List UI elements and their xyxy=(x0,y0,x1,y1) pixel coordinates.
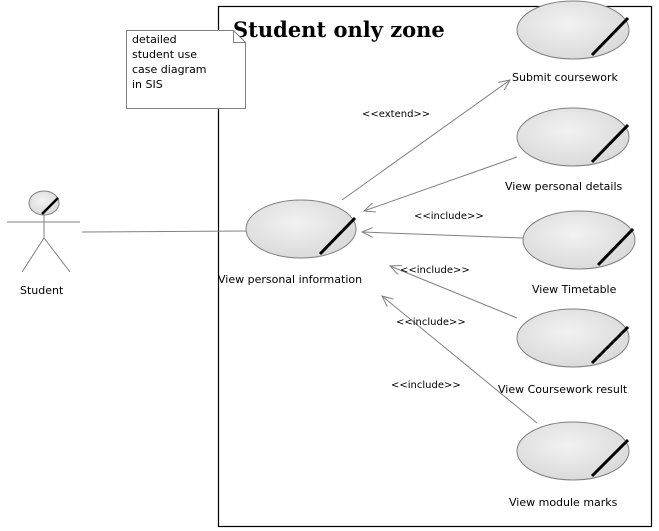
actor-right-leg xyxy=(43,237,71,273)
system-boundary-title: Student only zone xyxy=(233,17,445,42)
usecase-ellipse xyxy=(516,107,630,167)
usecase-label: View personal information xyxy=(218,273,362,286)
note-fold xyxy=(233,30,246,43)
actor-left-leg xyxy=(21,237,45,273)
include-label-coursework-result: <<include>> xyxy=(396,317,466,328)
note-line: detailed xyxy=(132,33,177,46)
usecase-ellipse xyxy=(522,210,636,270)
note-line: student use xyxy=(132,48,197,61)
note[interactable]: detailed student use case diagram in SIS xyxy=(126,30,246,109)
include-label-timetable: <<include>> xyxy=(400,265,470,276)
note-shape xyxy=(126,30,246,109)
usecase-mark xyxy=(590,325,630,365)
usecase-submit-coursework[interactable]: Submit coursework xyxy=(512,0,630,84)
include-arrow-details[interactable] xyxy=(364,156,518,211)
usecase-ellipse xyxy=(245,199,357,259)
extend-arrow[interactable] xyxy=(341,80,510,201)
extend-label: <<extend>> xyxy=(362,109,430,120)
usecase-mark xyxy=(590,123,630,164)
usecase-mark xyxy=(596,227,635,267)
usecase-label: View Coursework result xyxy=(498,383,628,396)
include-label-module-marks: <<include>> xyxy=(391,380,461,391)
association-line[interactable] xyxy=(81,230,247,233)
usecase-view-timetable[interactable]: View Timetable xyxy=(522,210,636,296)
usecase-view-coursework-result[interactable]: View Coursework result xyxy=(498,308,630,396)
usecase-ellipse xyxy=(516,308,630,368)
usecase-view-personal-details[interactable]: View personal details xyxy=(505,107,630,193)
include-arrow-coursework-result[interactable] xyxy=(390,266,518,319)
note-line: case diagram xyxy=(132,63,207,76)
note-line: in SIS xyxy=(132,78,163,91)
include-label-details: <<include>> xyxy=(414,211,484,222)
usecase-label: View Timetable xyxy=(532,283,617,296)
usecase-view-module-marks[interactable]: View module marks xyxy=(509,421,630,509)
usecase-ellipse xyxy=(516,421,630,481)
usecase-mark xyxy=(590,438,630,478)
actor-label: Student xyxy=(20,284,64,297)
include-arrow-module-marks[interactable] xyxy=(382,296,538,424)
usecase-label: View personal details xyxy=(505,180,623,193)
actor-student[interactable]: Student xyxy=(7,190,80,297)
usecase-mark xyxy=(590,16,630,57)
usecase-ellipse xyxy=(516,0,630,60)
usecase-label: View module marks xyxy=(509,496,618,509)
include-arrow-timetable[interactable] xyxy=(362,232,524,239)
usecase-view-personal-information[interactable]: View personal information xyxy=(218,199,362,286)
usecase-label: Submit coursework xyxy=(512,71,619,84)
usecase-mark xyxy=(318,216,357,256)
actor-head-mark xyxy=(41,197,59,215)
